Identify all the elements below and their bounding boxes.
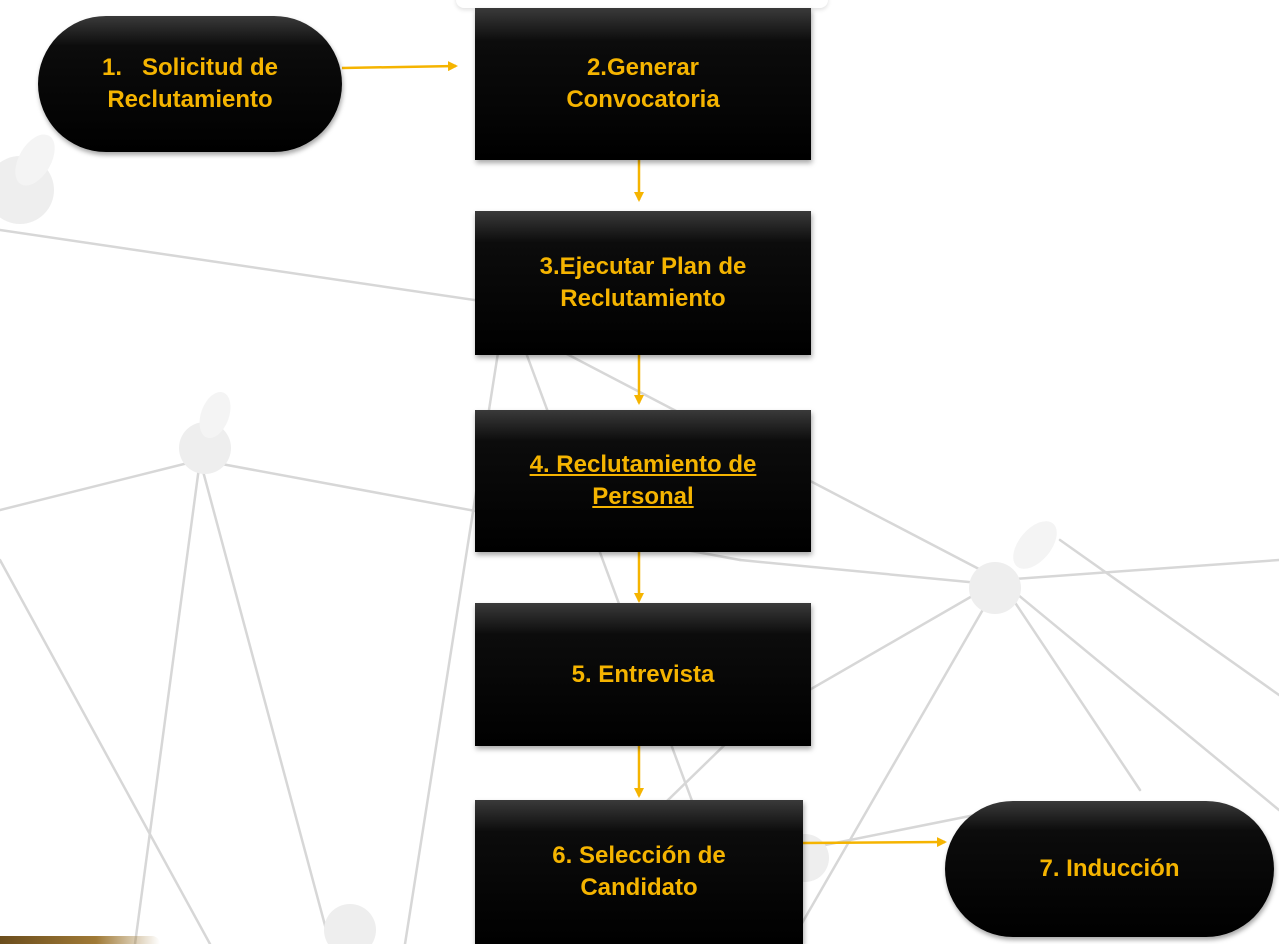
step-6-line-2: Candidato <box>580 874 698 901</box>
step-3-line-2: Reclutamiento <box>560 285 726 312</box>
step-5-line-1: 5. Entrevista <box>571 660 715 688</box>
step-6-line-1: 6. Selección de <box>552 842 726 869</box>
step-2-line-2: Convocatoria <box>566 86 720 113</box>
step-4-reclutamiento-de-personal[interactable]: 4. Reclutamiento de Personal <box>475 410 811 552</box>
step-3-ejecutar-plan-de-reclutamiento: 3.Ejecutar Plan de Reclutamiento <box>475 211 811 355</box>
bottom-accent-band <box>0 936 160 944</box>
step-1-line-1: 1. Solicitud de <box>101 54 279 81</box>
step-1-solicitud-de-reclutamiento: 1. Solicitud de Reclutamiento <box>38 16 342 152</box>
top-edge-tab <box>456 0 828 8</box>
step-5-entrevista: 5. Entrevista <box>475 603 811 746</box>
step-7-induccion: 7. Inducción <box>945 801 1274 937</box>
step-1-line-2: Reclutamiento <box>107 86 273 113</box>
step-3-line-1: 3.Ejecutar Plan de <box>539 253 747 280</box>
step-2-line-1: 2.Generar <box>586 54 700 81</box>
step-4-line-1[interactable]: 4. Reclutamiento de <box>529 451 757 478</box>
step-4-line-2[interactable]: Personal <box>592 483 694 510</box>
step-6-seleccion-de-candidato: 6. Selección de Candidato <box>475 800 803 944</box>
step-7-line-1: 7. Inducción <box>1039 855 1180 882</box>
